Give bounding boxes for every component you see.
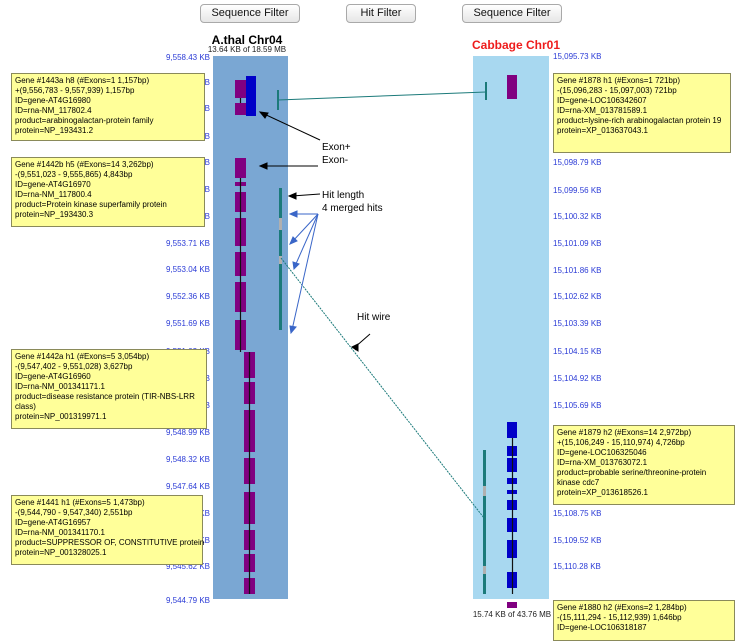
hit-length-label: Hit length [322,190,365,201]
gene-box-1442b: Gene #1442b h5 (#Exons=14 3,262bp)-(9,55… [11,157,205,227]
right-track-subtitle: 15.74 KB of 43.76 MB [472,610,552,619]
hit-bar [483,574,486,594]
hit-filter-button[interactable]: Hit Filter [346,4,416,23]
exon-plus-block [246,76,256,116]
right-tick-label: 15,103.39 KB [553,319,602,328]
gene-box-1879: Gene #1879 h2 (#Exons=14 2,972bp)+(15,10… [553,425,735,505]
left-tick-label: 9,547.64 KB [165,482,210,491]
merged-hits-arrows [288,210,319,335]
sequence-filter-button-2[interactable]: Sequence Filter [462,4,562,23]
exon-block [507,75,517,99]
exon-block [235,158,246,178]
exon-block [507,422,517,438]
right-tick-label: 15,099.56 KB [553,186,602,195]
hit-wire-main [280,257,485,519]
left-tick-label: 9,553.71 KB [165,239,210,248]
hit-bar [279,188,282,218]
left-tick-label: 9,545.62 KB [165,562,210,571]
hit-bar [483,496,486,566]
annotation-arrows [258,111,371,352]
right-tick-label: 15,110.28 KB [553,562,601,571]
left-introns [239,98,251,594]
right-tick-label: 15,100.32 KB [553,212,602,221]
left-tick-label: 9,548.32 KB [165,455,210,464]
left-tick-label: 9,544.79 KB [165,596,210,605]
right-track-title: Cabbage Chr01 [471,38,561,52]
gene-box-1441: Gene #1441 h1 (#Exons=5 1,473bp)-(9,544,… [11,495,204,565]
exon-block [507,602,517,608]
right-tick-label: 15,104.92 KB [553,374,602,383]
gene-box-1880: Gene #1880 h2 (#Exons=2 1,284bp)-(15,111… [553,600,735,641]
sequence-filter-button[interactable]: Sequence Filter [200,4,300,23]
exon-plus-label: Exon+ [322,142,351,153]
right-tick-label: 15,105.69 KB [553,401,602,410]
hit-bar [483,486,486,496]
exon-block [235,80,246,98]
exon-minus-label: Exon- [322,155,349,166]
right-tick-label: 15,101.09 KB [553,239,602,248]
left-tick-label: 9,553.04 KB [165,265,210,274]
right-tick-label: 15,095.73 KB [553,52,602,61]
exon-block [235,103,246,115]
right-tick-label: 15,102.62 KB [553,292,602,301]
merged-hits-label: 4 merged hits [322,203,383,214]
hit-wire-label: Hit wire [357,312,391,323]
hit-bar [279,264,282,330]
left-hits [277,90,282,330]
left-exons-minus [235,80,255,594]
left-track-title: A.thal Chr04 [211,33,283,47]
hit-bar [483,450,486,486]
left-tick-label: 9,548.99 KB [165,428,210,437]
right-tick-label: 15,098.79 KB [553,158,602,167]
hit-bar [279,256,282,264]
right-tick-label: 15,109.52 KB [553,536,602,545]
right-tick-label: 15,108.75 KB [553,509,602,518]
hit-wire-top [277,91,487,101]
right-tick-label: 15,101.86 KB [553,266,602,275]
hit-bar [279,230,282,256]
left-tick-label: 9,552.36 KB [165,292,210,301]
gene-box-1878: Gene #1878 h1 (#Exons=1 721bp)-(15,096,2… [553,73,731,153]
gene-box-1443a: Gene #1443a h8 (#Exons=1 1,157bp)+(9,556… [11,73,205,141]
gene-box-1442a: Gene #1442a h1 (#Exons=5 3,054bp)-(9,547… [11,349,207,429]
right-hits [483,82,487,594]
left-track-subtitle: 13.64 KB of 18.59 MB [207,45,287,54]
hit-bar [279,218,282,230]
hit-bar [483,566,486,574]
hit-bar [485,82,487,100]
left-tick-label: 9,558.43 KB [165,53,210,62]
right-tick-label: 15,104.15 KB [553,347,602,356]
left-tick-label: 9,551.69 KB [165,319,210,328]
